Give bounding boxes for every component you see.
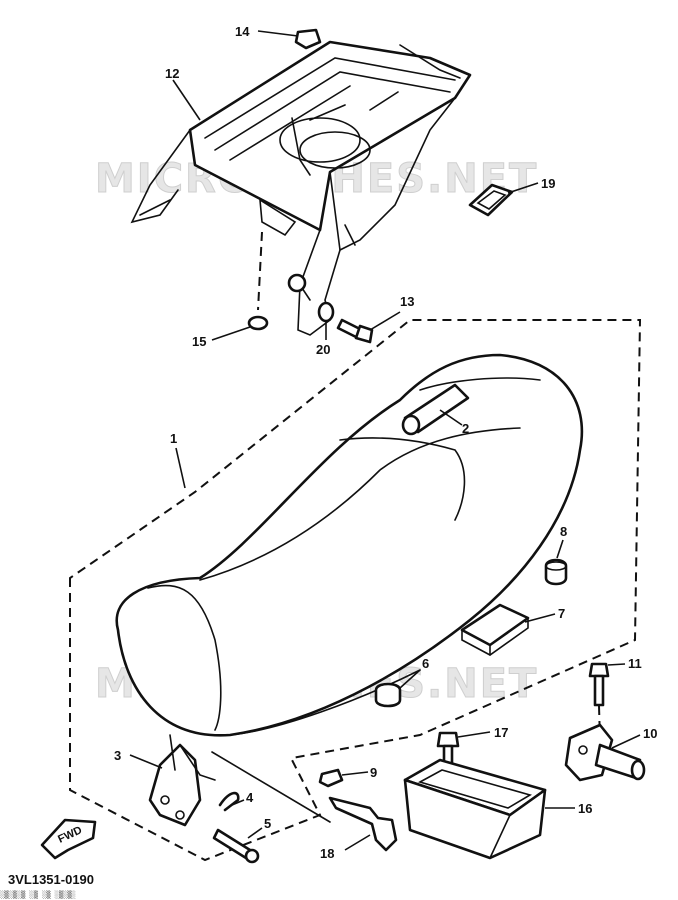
pin-5 — [212, 828, 260, 864]
nut-14 — [294, 28, 322, 50]
leader-p14 — [257, 30, 299, 37]
assembly-line-15 — [257, 231, 263, 311]
callout-10: 10 — [643, 726, 657, 741]
hinge-3 — [148, 743, 216, 827]
callout-1: 1 — [170, 431, 177, 446]
callout-18: 18 — [320, 846, 334, 861]
footer-noise: ░▒░▒░▒ ░▒ ░▒ ░▒░▒░ — [0, 890, 76, 899]
bolt-11 — [588, 662, 610, 707]
leader-p8 — [556, 539, 564, 559]
callout-15: 15 — [192, 334, 206, 349]
leader-p12 — [172, 79, 201, 121]
damper-6 — [374, 682, 402, 708]
callout-17: 17 — [494, 725, 508, 740]
leader-p15 — [211, 326, 251, 341]
callout-11: 11 — [628, 656, 642, 671]
callout-19: 19 — [541, 176, 555, 191]
leader-p1 — [175, 447, 186, 489]
seat-assembly — [115, 353, 584, 737]
leader-p13 — [369, 311, 401, 331]
callout-12: 12 — [165, 66, 179, 81]
leader-p4 — [231, 799, 245, 806]
leader-p6 — [399, 669, 421, 689]
hook-18 — [328, 796, 398, 852]
callout-20: 20 — [316, 342, 330, 357]
nut-9 — [318, 768, 344, 788]
callout-6: 6 — [422, 656, 429, 671]
tray-16 — [403, 758, 547, 860]
leader-p18 — [344, 834, 371, 851]
callout-13: 13 — [400, 294, 414, 309]
sponge-7 — [460, 603, 530, 656]
callout-8: 8 — [560, 524, 567, 539]
callout-7: 7 — [558, 606, 565, 621]
leader-p11 — [607, 663, 626, 666]
washer-15 — [247, 315, 269, 331]
leader-p3 — [129, 754, 163, 769]
diagram-code: 3VL1351-0190 — [8, 872, 94, 887]
leader-p9 — [341, 771, 369, 776]
leader-p2 — [439, 409, 463, 426]
assembly-line-11 — [598, 705, 601, 741]
hinge-axis-line — [211, 751, 331, 823]
callout-14: 14 — [235, 24, 250, 39]
leader-p19 — [507, 182, 539, 194]
callout-2: 2 — [462, 421, 469, 436]
damper-8 — [544, 558, 568, 586]
callout-5: 5 — [264, 816, 271, 831]
leader-p5 — [247, 827, 263, 839]
collar-20 — [317, 301, 335, 323]
callout-4: 4 — [246, 790, 254, 805]
callout-3: 3 — [114, 748, 121, 763]
leader-p7 — [524, 613, 556, 623]
leader-p17 — [457, 731, 491, 738]
seat-lock-10 — [564, 723, 646, 782]
callout-16: 16 — [578, 801, 592, 816]
clip-4 — [218, 791, 240, 812]
hinge-guide-line — [169, 734, 176, 771]
bolt-13 — [336, 318, 374, 344]
leader-p10 — [611, 734, 641, 749]
forward-arrow — [40, 818, 97, 860]
callout-9: 9 — [370, 765, 377, 780]
assembly-boundary — [69, 319, 642, 862]
strap-tube-2 — [401, 383, 470, 436]
